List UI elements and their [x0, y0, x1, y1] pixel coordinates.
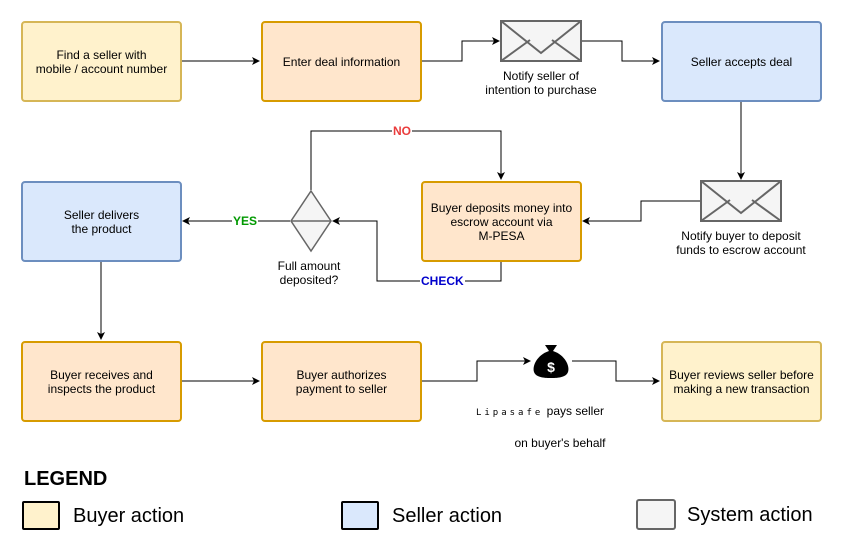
edge-label-check: CHECK [420, 274, 465, 288]
edge-deposit-check [332, 217, 502, 282]
legend-buyer-swatch [22, 501, 60, 530]
node-seller-accepts: Seller accepts deal [661, 21, 822, 102]
node-find-seller: Find a seller with mobile / account numb… [21, 21, 182, 102]
label-notify-seller: Notify seller of intention to purchase [485, 69, 597, 97]
legend-system-swatch [636, 499, 676, 530]
edge-notify-buyer-to-deposit [582, 200, 701, 225]
legend-seller-swatch [341, 501, 379, 530]
legend-system-label: System action [687, 504, 813, 526]
legend-buyer-label: Buyer action [73, 505, 185, 527]
legend-title: LEGEND [24, 468, 108, 490]
node-buyer-reviews: Buyer reviews seller before making a new… [661, 341, 822, 422]
edge-pay-to-review [572, 360, 660, 385]
edge-authorize-to-pay [422, 357, 531, 382]
edge-enter-to-notify [422, 37, 500, 62]
node-buyer-deposits: Buyer deposits money into escrow account… [421, 181, 582, 262]
node-seller-delivers: Seller delivers the product [21, 181, 182, 262]
label-notify-buyer: Notify buyer to deposit funds to escrow … [676, 229, 806, 257]
edge-notify-to-accept [582, 40, 660, 65]
label-pays-seller: pays seller [543, 404, 605, 418]
label-full-amount: Full amount deposited? [277, 259, 341, 287]
legend-seller-label: Seller action [392, 505, 503, 527]
lipasafe-brand: Lipasafe [475, 408, 544, 418]
svg-text:$: $ [547, 359, 555, 375]
edge-label-no: NO [392, 124, 412, 138]
envelope-icon [500, 20, 582, 62]
label-on-behalf: on buyer's behalf [514, 436, 606, 450]
node-enter-deal: Enter deal information [261, 21, 422, 102]
decision-diamond [290, 189, 332, 253]
node-buyer-receives: Buyer receives and inspects the product [21, 341, 182, 422]
money-bag-icon: $ [533, 345, 569, 378]
edge-label-yes: YES [232, 214, 259, 228]
node-buyer-authorizes: Buyer authorizes payment to seller [261, 341, 422, 422]
envelope-icon [700, 180, 782, 222]
label-lipasafe-pays: Lipasafe pays seller on buyer's behalf [440, 389, 640, 451]
